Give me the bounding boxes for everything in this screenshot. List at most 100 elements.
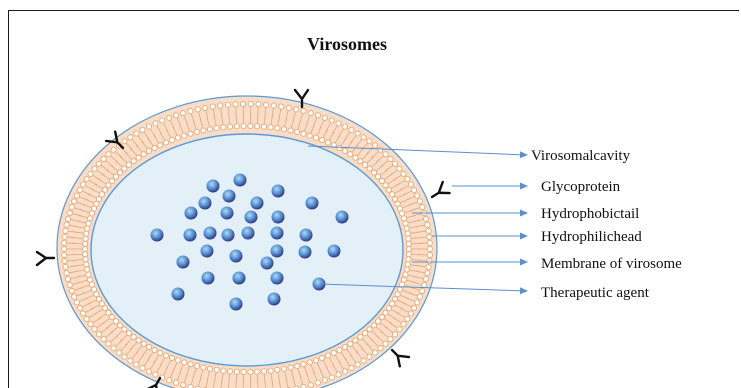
lipid-head: [67, 282, 72, 287]
lipid-head: [128, 358, 133, 363]
lipid-head: [111, 346, 116, 351]
lipid-head: [383, 183, 388, 188]
lipid-head: [136, 338, 141, 343]
lipid-head: [308, 110, 313, 115]
lipid-head: [319, 355, 324, 360]
lipid-head: [349, 365, 354, 370]
lipid-head: [294, 107, 299, 112]
therapeutic-agent-particle: [202, 272, 215, 285]
lipid-head: [426, 228, 431, 233]
lipid-head: [122, 327, 127, 332]
lipid-head: [85, 226, 90, 231]
lipid-head: [113, 319, 118, 324]
lipid-head: [405, 316, 410, 321]
therapeutic-agent-particle: [230, 298, 243, 311]
lipid-head: [408, 311, 413, 316]
therapeutic-agent-particle: [242, 227, 255, 240]
lipid-head: [84, 177, 89, 182]
lipid-head: [301, 108, 306, 113]
lipid-head: [113, 174, 118, 179]
lipid-head: [136, 155, 141, 160]
lipid-head: [379, 178, 384, 183]
lipid-head: [353, 155, 358, 160]
therapeutic-agent-particle: [306, 197, 319, 210]
lipid-head: [375, 174, 380, 179]
lipid-head: [367, 139, 372, 144]
lipid-head: [69, 204, 74, 209]
lipid-head: [315, 113, 320, 118]
lipid-head: [173, 113, 178, 118]
lipid-head: [348, 341, 353, 346]
label-virosomal-cavity: Virosomalcavity: [531, 148, 631, 164]
lipid-head: [67, 210, 72, 215]
therapeutic-agent-particle: [336, 211, 349, 224]
lipid-head: [313, 135, 318, 140]
lipid-head: [163, 353, 168, 358]
lipid-head: [194, 363, 199, 368]
lipid-head: [422, 282, 427, 287]
lipid-head: [255, 124, 260, 129]
lipid-head: [248, 101, 253, 106]
lipid-head: [84, 262, 89, 267]
lipid-head: [281, 127, 286, 132]
lipid-head: [325, 140, 330, 145]
label-therapeutic-agent: Therapeutic agent: [541, 285, 650, 301]
lipid-head: [126, 331, 131, 336]
lipid-head: [427, 240, 432, 245]
lipid-head: [146, 124, 151, 129]
lipid-head: [210, 104, 215, 109]
lipid-head: [404, 226, 409, 231]
lipid-head: [83, 241, 88, 246]
lipid-head: [74, 300, 79, 305]
label-hydrophobic-tail: Hydrophobictail: [541, 206, 639, 222]
lipid-head: [362, 331, 367, 336]
therapeutic-agent-particle: [251, 197, 264, 210]
lipid-head: [404, 267, 409, 272]
lipid-head: [405, 262, 410, 267]
lipid-head: [214, 367, 219, 372]
diagram-title: Virosomes: [307, 34, 387, 54]
lipid-head: [65, 216, 70, 221]
therapeutic-agent-particle: [261, 257, 274, 270]
lipid-head: [255, 369, 260, 374]
lipid-head: [188, 108, 193, 113]
lipid-head: [64, 271, 69, 276]
lipid-head: [188, 384, 193, 388]
lipid-head: [195, 107, 200, 112]
lipid-head: [109, 178, 114, 183]
lipid-head: [74, 193, 79, 198]
lipid-head: [401, 171, 406, 176]
lipid-head: [61, 246, 66, 251]
lipid-head: [322, 378, 327, 383]
lipid-head: [371, 170, 376, 175]
lipid-head: [342, 148, 347, 153]
lipid-head: [362, 162, 367, 167]
lipid-head: [427, 234, 432, 239]
lipid-head: [86, 272, 91, 277]
lipid-head: [427, 259, 432, 264]
lipid-head: [375, 319, 380, 324]
lipid-head: [271, 103, 276, 108]
lipid-head: [84, 316, 89, 321]
therapeutic-agent-particle: [271, 272, 284, 285]
lipid-head: [85, 267, 90, 272]
lipid-head: [182, 133, 187, 138]
lipid-head: [301, 384, 306, 388]
lipid-head: [405, 231, 410, 236]
lipid-head: [301, 131, 306, 136]
lipid-head: [342, 344, 347, 349]
lipid-head: [268, 125, 273, 130]
lipid-head: [203, 105, 208, 110]
lipid-head: [261, 369, 266, 374]
therapeutic-agent-particle: [199, 197, 212, 210]
lipid-head: [361, 135, 366, 140]
lipid-head: [397, 327, 402, 332]
therapeutic-agent-particle: [230, 250, 243, 263]
lipid-head: [83, 257, 88, 262]
lipid-head: [383, 341, 388, 346]
lipid-head: [153, 372, 158, 377]
lipid-head: [279, 104, 284, 109]
lipid-head: [106, 152, 111, 157]
lipid-head: [426, 265, 431, 270]
lipid-head: [425, 271, 430, 276]
